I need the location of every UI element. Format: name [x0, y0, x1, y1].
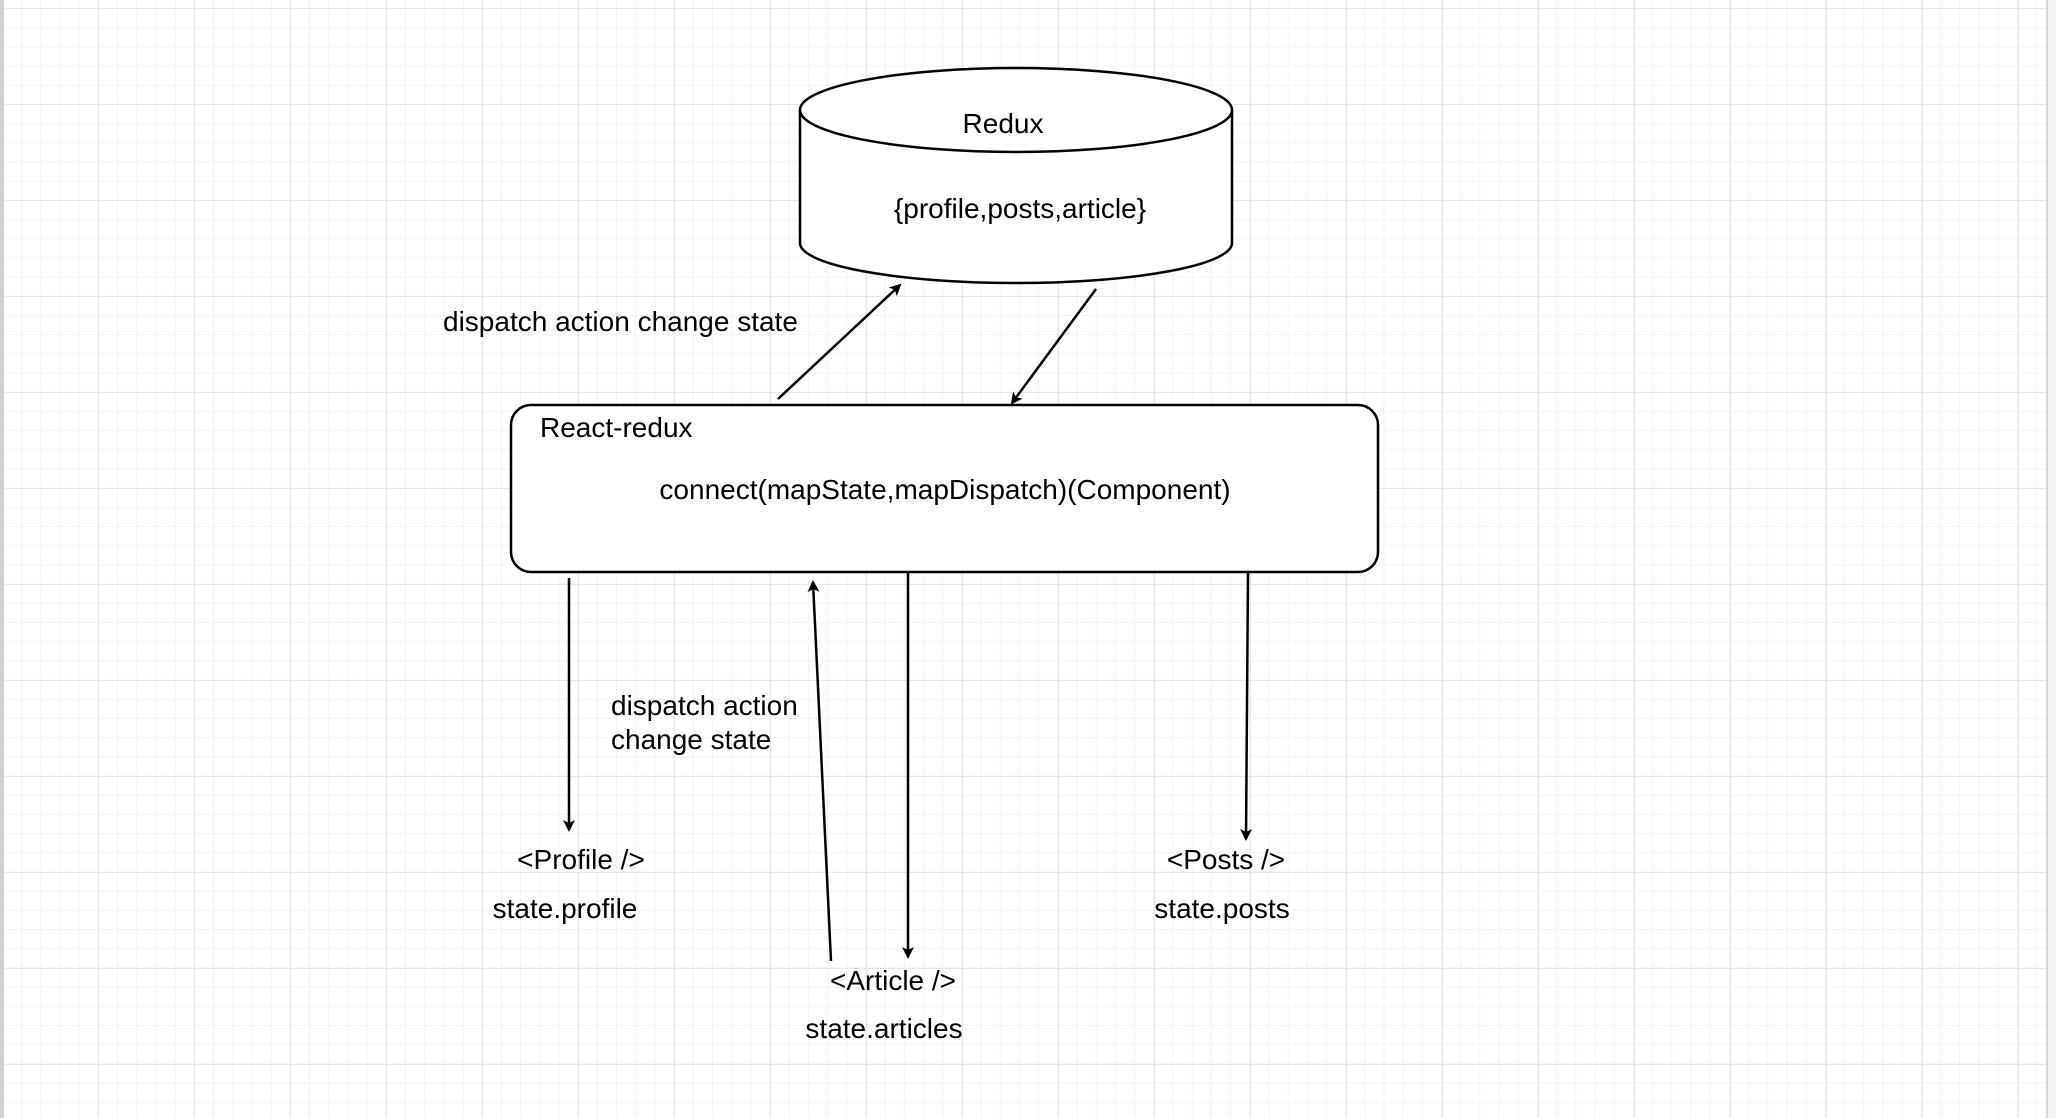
- arrow-react-redux-to-redux[interactable]: [777, 283, 902, 400]
- posts-component-tag[interactable]: <Posts />: [1166, 844, 1286, 875]
- react-redux-box[interactable]: [509, 403, 1380, 574]
- canvas-right-scroll-edge: [2046, 0, 2056, 1118]
- article-component-tag[interactable]: <Article />: [829, 965, 957, 996]
- redux-state-shape: {profile,posts,article}: [893, 193, 1147, 224]
- arrow-to-posts[interactable]: [1240, 572, 1253, 841]
- redux-title: Redux: [962, 108, 1044, 139]
- dispatch-label-bottom-line1: dispatch action: [611, 690, 798, 721]
- react-redux-title: React-redux: [540, 412, 693, 443]
- arrow-article-to-react-redux[interactable]: [807, 580, 833, 962]
- connect-expression: connect(mapState,mapDispatch)(Component): [659, 474, 1231, 505]
- profile-state-label: state.profile: [492, 893, 638, 924]
- profile-component-tag[interactable]: <Profile />: [517, 844, 645, 875]
- arrow-redux-to-react-redux[interactable]: [1010, 288, 1098, 405]
- dispatch-label-top: dispatch action change state: [443, 306, 798, 337]
- article-state-label: state.articles: [805, 1013, 963, 1044]
- redux-store-cylinder[interactable]: [798, 66, 1234, 285]
- canvas-left-border: [0, 0, 4, 1118]
- dispatch-label-bottom-line2: change state: [611, 724, 772, 755]
- posts-state-label: state.posts: [1154, 893, 1290, 924]
